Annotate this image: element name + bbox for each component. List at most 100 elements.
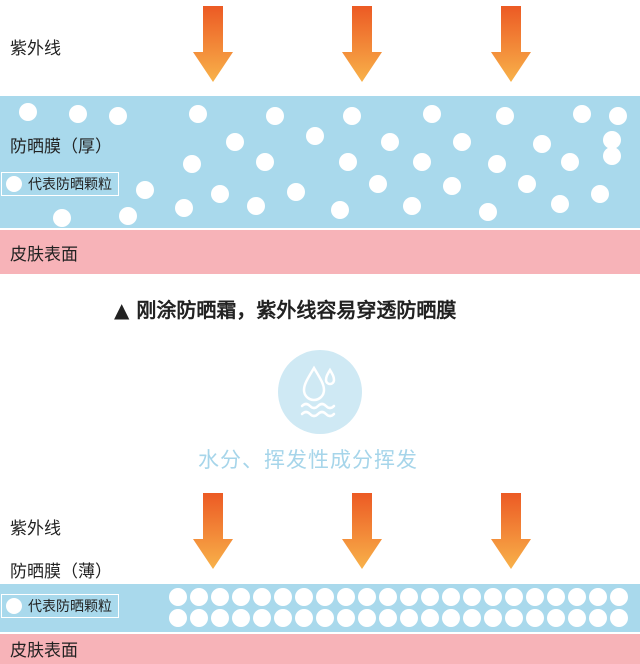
skin-surface-bottom bbox=[0, 634, 640, 664]
sunscreen-particle bbox=[53, 209, 71, 227]
sunscreen-particle bbox=[442, 609, 460, 627]
sunscreen-particle bbox=[589, 609, 607, 627]
sunscreen-particle bbox=[442, 588, 460, 606]
particle-legend-dot bbox=[6, 598, 22, 614]
evaporation-badge bbox=[278, 350, 362, 434]
film-label-bottom: 防晒膜（薄） bbox=[10, 562, 112, 582]
sunscreen-particle bbox=[609, 107, 627, 125]
sunscreen-particle bbox=[547, 588, 565, 606]
sunscreen-particle bbox=[358, 588, 376, 606]
sunscreen-particle bbox=[423, 105, 441, 123]
sunscreen-particle bbox=[169, 609, 187, 627]
sunscreen-particle bbox=[453, 133, 471, 151]
sunscreen-particle bbox=[331, 201, 349, 219]
sunscreen-particle bbox=[533, 135, 551, 153]
sunscreen-particle bbox=[266, 107, 284, 125]
sunscreen-particle bbox=[337, 609, 355, 627]
sunscreen-particle bbox=[343, 107, 361, 125]
sunscreen-particle bbox=[295, 588, 313, 606]
sunscreen-particle bbox=[232, 588, 250, 606]
sunscreen-particle bbox=[568, 609, 586, 627]
sunscreen-particle bbox=[253, 588, 271, 606]
sunscreen-particle bbox=[337, 588, 355, 606]
sunscreen-particle bbox=[526, 588, 544, 606]
sunscreen-particle bbox=[190, 609, 208, 627]
sunscreen-particle bbox=[400, 609, 418, 627]
sunscreen-particle bbox=[69, 105, 87, 123]
sunscreen-particle bbox=[505, 588, 523, 606]
uv-arrow-icon bbox=[193, 6, 233, 82]
legend-label: 代表防晒颗粒 bbox=[28, 177, 112, 193]
sunscreen-particle bbox=[211, 588, 229, 606]
sunscreen-particle bbox=[109, 107, 127, 125]
sunscreen-particle bbox=[403, 197, 421, 215]
sunscreen-particle bbox=[479, 203, 497, 221]
sunscreen-particle bbox=[561, 153, 579, 171]
uv-label-bottom: 紫外线 bbox=[10, 519, 61, 539]
sunscreen-particle bbox=[119, 207, 137, 225]
sunscreen-particle bbox=[610, 609, 628, 627]
particle-legend-dot bbox=[6, 176, 22, 192]
sunscreen-particle bbox=[603, 147, 621, 165]
sunscreen-particle bbox=[274, 609, 292, 627]
skin-label-top: 皮肤表面 bbox=[10, 245, 78, 265]
sunscreen-particle bbox=[136, 181, 154, 199]
sunscreen-particle bbox=[484, 609, 502, 627]
sunscreen-particle bbox=[189, 105, 207, 123]
skin-label-bottom: 皮肤表面 bbox=[10, 641, 78, 661]
sunscreen-particle bbox=[175, 199, 193, 217]
sunscreen-particle bbox=[589, 588, 607, 606]
sunscreen-particle bbox=[484, 588, 502, 606]
sunscreen-particle bbox=[358, 609, 376, 627]
sunscreen-particle bbox=[547, 609, 565, 627]
uv-label-top: 紫外线 bbox=[10, 39, 61, 59]
legend-label: 代表防晒颗粒 bbox=[28, 599, 112, 615]
sunscreen-particle bbox=[463, 588, 481, 606]
sunscreen-particle bbox=[256, 153, 274, 171]
sunscreen-particle bbox=[573, 105, 591, 123]
sunscreen-particle bbox=[183, 155, 201, 173]
sunscreen-particle bbox=[339, 153, 357, 171]
sunscreen-particle bbox=[379, 588, 397, 606]
sunscreen-particle bbox=[610, 588, 628, 606]
sunscreen-particle bbox=[488, 155, 506, 173]
sunscreen-particle bbox=[505, 609, 523, 627]
sunscreen-particle bbox=[603, 131, 621, 149]
uv-arrow-icon bbox=[342, 6, 382, 82]
sunscreen-particle bbox=[568, 588, 586, 606]
sunscreen-particle bbox=[306, 127, 324, 145]
sunscreen-particle bbox=[226, 133, 244, 151]
water-drop-evaporation-icon bbox=[300, 365, 336, 418]
uv-arrow-icon bbox=[491, 493, 531, 569]
sunscreen-particle bbox=[274, 588, 292, 606]
sunscreen-particle bbox=[526, 609, 544, 627]
sunscreen-particle bbox=[232, 609, 250, 627]
sunscreen-particle bbox=[421, 609, 439, 627]
sunscreen-particle bbox=[551, 195, 569, 213]
sunscreen-particle bbox=[211, 185, 229, 203]
sunscreen-particle bbox=[463, 609, 481, 627]
uv-arrow-icon bbox=[193, 493, 233, 569]
uv-arrow-icon bbox=[491, 6, 531, 82]
sunscreen-particle bbox=[287, 183, 305, 201]
legend-bottom: 代表防晒颗粒 bbox=[1, 594, 119, 618]
sunscreen-particle bbox=[190, 588, 208, 606]
film-label-top: 防晒膜（厚） bbox=[10, 137, 112, 157]
sunscreen-particle bbox=[19, 103, 37, 121]
sunscreen-particle bbox=[518, 175, 536, 193]
sunscreen-particle bbox=[591, 185, 609, 203]
sunscreen-particle bbox=[400, 588, 418, 606]
sunscreen-particle bbox=[443, 177, 461, 195]
sunscreen-particle bbox=[421, 588, 439, 606]
evaporation-text: 水分、挥发性成分挥发 bbox=[198, 448, 418, 472]
sunscreen-particle bbox=[316, 609, 334, 627]
sunscreen-particle bbox=[316, 588, 334, 606]
sunscreen-particle bbox=[253, 609, 271, 627]
sunscreen-film-thick bbox=[0, 96, 640, 228]
caption: ▲ 刚涂防晒霜，紫外线容易穿透防晒膜 bbox=[114, 298, 457, 322]
sunscreen-particle bbox=[211, 609, 229, 627]
sunscreen-particle bbox=[247, 197, 265, 215]
sunscreen-particle bbox=[369, 175, 387, 193]
sunscreen-particle bbox=[295, 609, 313, 627]
legend-top: 代表防晒颗粒 bbox=[1, 172, 119, 196]
